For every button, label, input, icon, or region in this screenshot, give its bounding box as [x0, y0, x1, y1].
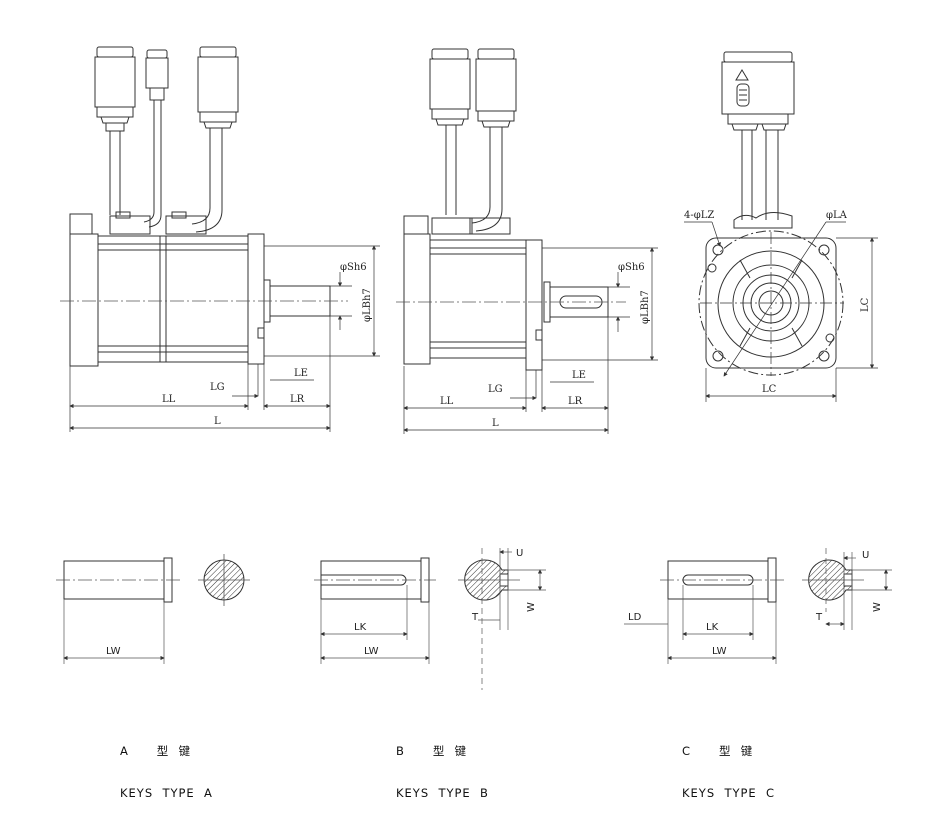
dim-le: LE — [294, 368, 308, 379]
dim-lb: φLBh7 — [640, 290, 651, 324]
connector-encoder — [471, 48, 517, 232]
motor-side-view-2 — [403, 48, 609, 371]
dim-u: U — [862, 550, 869, 561]
dim-lr: LR — [568, 396, 583, 407]
dim-ll: LL — [440, 396, 454, 407]
dim-lw: LW — [364, 646, 379, 657]
dim-sh: φSh6 — [340, 262, 367, 273]
dim-ll: LL — [162, 394, 176, 405]
dim-lb: φLBh7 — [362, 288, 373, 322]
dim-lk: LK — [706, 622, 719, 633]
dim-l: L — [214, 416, 221, 427]
dim-l: L — [492, 418, 499, 429]
dim-le: LE — [572, 370, 586, 381]
dim-4-lz: 4-φLZ — [684, 210, 714, 221]
motor-1-dimensions — [69, 245, 380, 432]
connector-power — [94, 46, 136, 215]
dim-lw: LW — [106, 646, 121, 657]
key-b-dimlines — [314, 548, 546, 690]
technical-drawing: φSh6 φLBh7 LE LG LL LR L — [56, 46, 892, 690]
dim-w: W — [526, 602, 537, 612]
motor-front-view — [698, 51, 844, 376]
dim-lw: LW — [712, 646, 727, 657]
motor-side-view-1 — [69, 46, 331, 367]
caption-key-type-c: C 型 键 KEYS TYPE C — [682, 716, 775, 814]
caption-key-type-a: A 型 键 KEYS TYPE A — [120, 716, 213, 814]
dim-lk: LK — [354, 622, 367, 633]
caption-line-english: KEYS TYPE C — [682, 786, 776, 800]
dim-lc-horizontal: LC — [762, 384, 777, 395]
dim-lr: LR — [290, 394, 305, 405]
caption-line-chinese: C 型 键 — [682, 744, 754, 758]
dim-u: U — [516, 548, 523, 559]
dim-t: T — [815, 612, 823, 623]
dim-la: φLA — [826, 210, 848, 221]
caption-key-type-b: B 型 键 KEYS TYPE B — [396, 716, 489, 814]
key-a-centerlines — [56, 554, 250, 664]
connector-power — [429, 48, 471, 215]
caption-line-chinese: A 型 键 — [120, 744, 192, 758]
caption-line-chinese: B 型 键 — [396, 744, 468, 758]
motor-2-dimensions — [403, 247, 658, 434]
dim-ld: LD — [628, 612, 642, 623]
dim-lg: LG — [488, 384, 503, 395]
caption-line-english: KEYS TYPE B — [396, 786, 489, 800]
motor-front-dimensions — [684, 221, 878, 402]
dim-lc-vertical: LC — [860, 297, 871, 312]
dim-t: T — [471, 612, 479, 623]
dim-lg: LG — [210, 382, 225, 393]
caption-line-english: KEYS TYPE A — [120, 786, 213, 800]
connector-brake — [191, 46, 239, 233]
connector-encoder — [143, 49, 169, 228]
dim-sh: φSh6 — [618, 262, 645, 273]
key-c-dimlines — [624, 548, 892, 664]
dim-w: W — [872, 602, 883, 612]
